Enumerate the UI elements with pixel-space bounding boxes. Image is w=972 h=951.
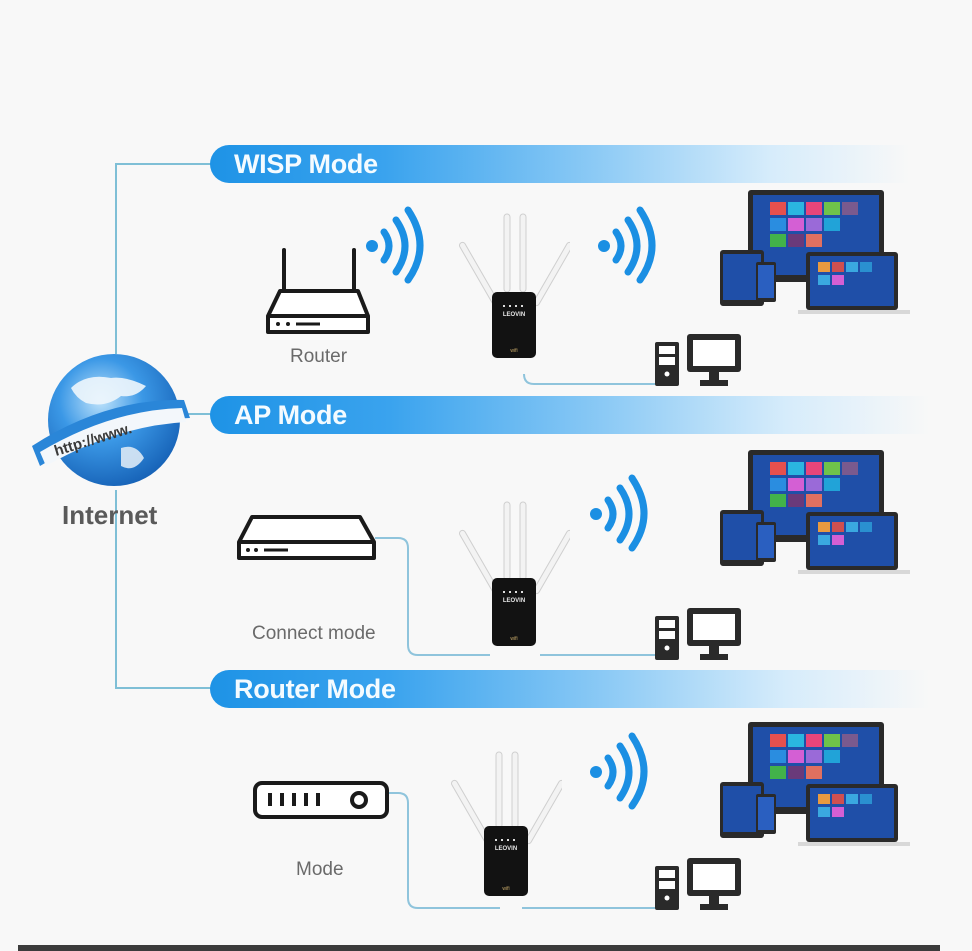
client-devices-icon	[720, 450, 910, 574]
wifi-signal-icon	[590, 474, 648, 552]
desktop-pc-icon	[655, 608, 741, 660]
router-icon	[266, 248, 370, 334]
wifi-signal-icon	[366, 206, 424, 284]
switch-icon	[253, 781, 389, 819]
router-label: Router	[290, 346, 348, 367]
router-mode-banner: Router Mode	[210, 670, 930, 708]
svg-text:wifi: wifi	[502, 886, 509, 892]
wifi-repeater-device: LEOVIN wifi	[459, 213, 570, 358]
modem-icon	[237, 515, 376, 560]
wifi-signal-icon	[598, 206, 656, 284]
client-devices-icon	[720, 722, 910, 846]
mode-label: Mode	[296, 859, 344, 880]
internet-label: Internet	[62, 500, 158, 530]
client-devices-icon	[720, 190, 910, 314]
wifi-repeater-device: LEOVIN wifi	[451, 751, 562, 896]
wifi-signal-icon	[590, 732, 648, 810]
globe-icon: http://www.	[32, 354, 190, 486]
bottom-divider	[18, 945, 940, 951]
wisp-mode-banner: WISP Mode	[210, 145, 910, 183]
svg-text:wifi: wifi	[510, 636, 517, 642]
svg-text:wifi: wifi	[510, 348, 517, 354]
connect-mode-label: Connect mode	[252, 623, 376, 644]
internet-globe: http://www.	[26, 348, 196, 498]
ap-mode-banner: AP Mode	[210, 396, 930, 434]
wifi-repeater-device: LEOVIN wifi	[459, 501, 570, 646]
svg-text:LEOVIN: LEOVIN	[503, 312, 525, 318]
desktop-pc-icon	[655, 334, 741, 386]
desktop-pc-icon	[655, 858, 741, 910]
svg-text:LEOVIN: LEOVIN	[495, 846, 517, 852]
svg-text:LEOVIN: LEOVIN	[503, 598, 525, 604]
